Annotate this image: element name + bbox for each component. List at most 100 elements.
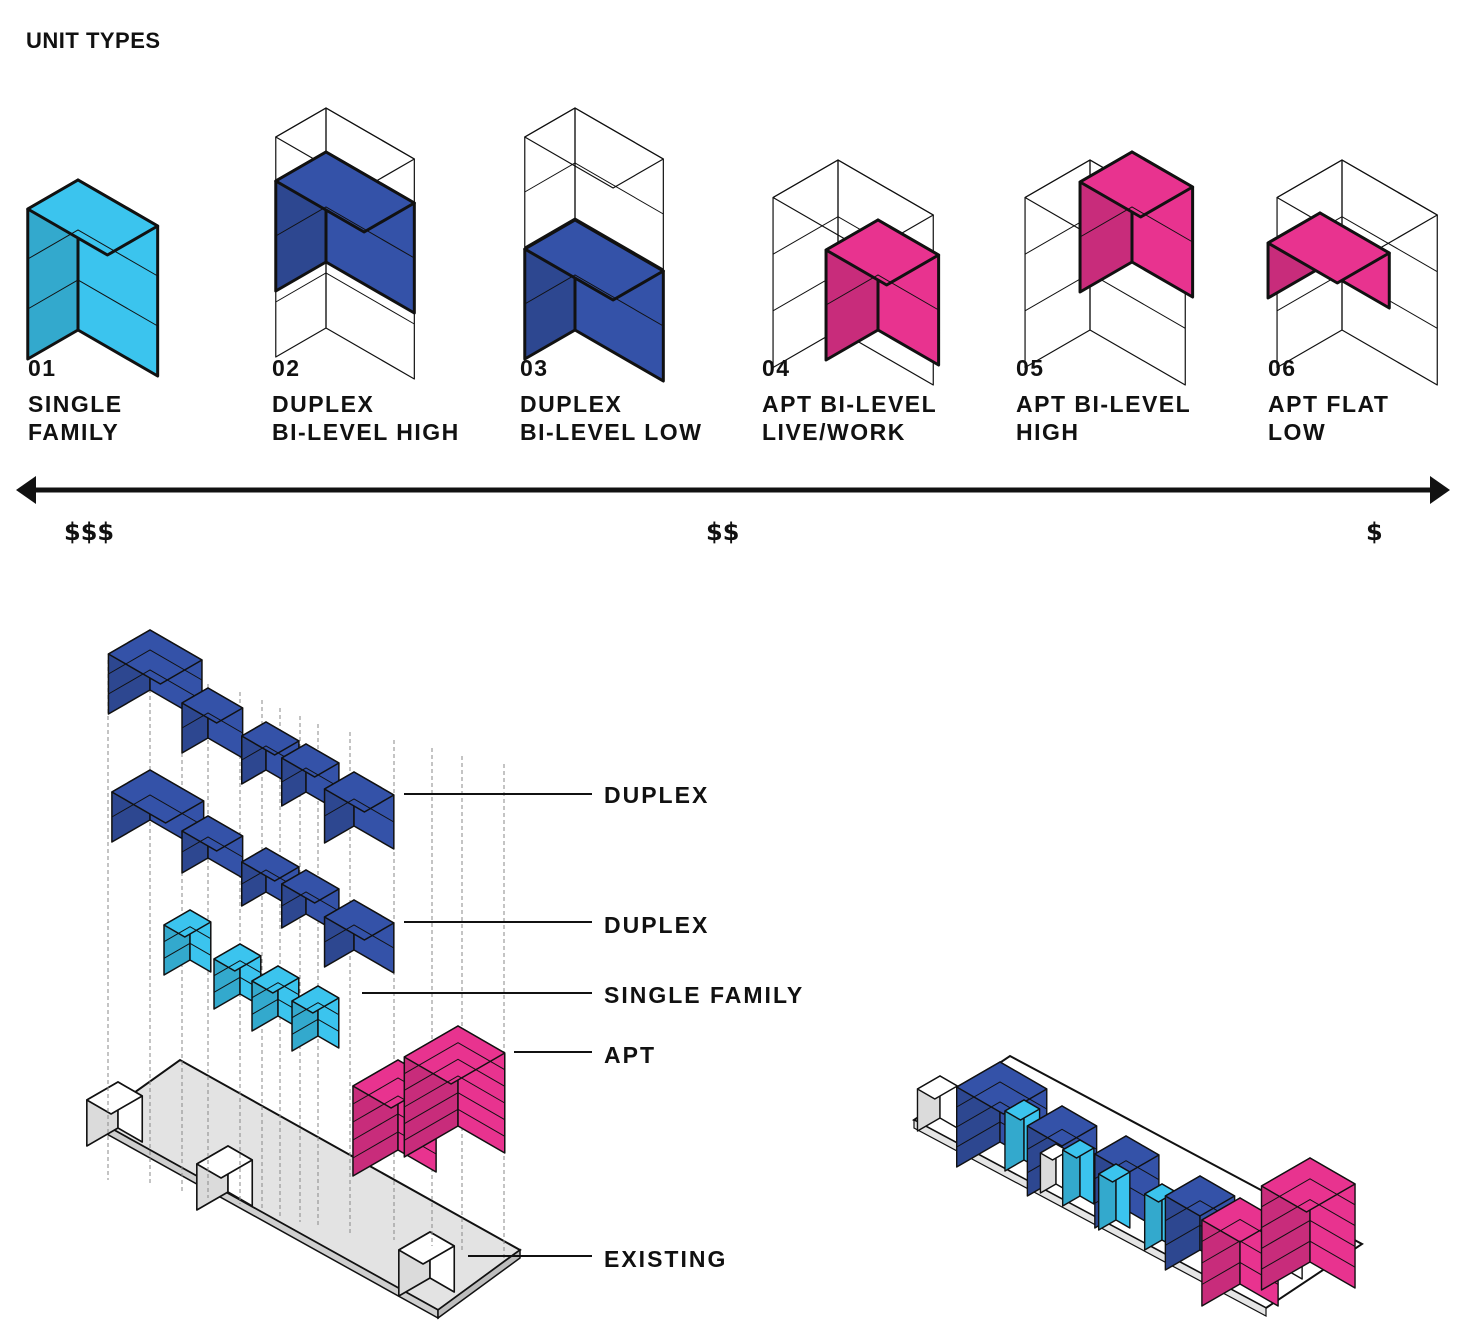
face-top (1164, 1175, 1236, 1217)
floor-line (404, 1108, 506, 1141)
callout-duplex-upper: DUPLEX (604, 782, 710, 808)
diagram-heading: UNIT TYPES (26, 28, 161, 53)
existing-house (398, 1231, 456, 1297)
price-low-label: $ (1366, 518, 1383, 546)
floor-line (825, 274, 939, 311)
face-top (398, 1231, 456, 1265)
unit-05-apt-volume (1078, 150, 1195, 299)
assembled-apt-block (1260, 1157, 1356, 1291)
face-top (1097, 1163, 1131, 1183)
face-top (107, 629, 203, 685)
unit-number: 06 (1268, 355, 1297, 381)
callout-duplex-lower: DUPLEX (604, 912, 710, 938)
face-top (163, 909, 212, 938)
unit-number: 01 (28, 355, 57, 381)
floor-line (291, 1002, 340, 1019)
unit-name-line1: APT FLAT (1268, 391, 1390, 417)
arrowhead-left-icon (16, 476, 36, 504)
unit-name-line2: HIGH (1016, 419, 1080, 445)
unit-name-line1: DUPLEX (272, 391, 375, 417)
floor-line (163, 926, 212, 943)
floor-line (108, 669, 203, 701)
floor-line (27, 229, 158, 277)
callout-existing: EXISTING (604, 1246, 728, 1272)
unit-02-duplex-volume (274, 150, 416, 315)
floor-line (108, 649, 203, 681)
unit-number: 03 (520, 355, 549, 381)
floor-line (163, 942, 212, 959)
duplex-upper-block (107, 629, 203, 721)
face-top (26, 178, 160, 257)
single-family-block (291, 985, 340, 1052)
existing-house (86, 1081, 144, 1147)
floor-line (1261, 1240, 1356, 1270)
face-top (111, 769, 205, 824)
callout-apt: APT (604, 1042, 656, 1068)
unit-number: 04 (762, 355, 791, 381)
face-top (1078, 150, 1195, 219)
exploded-site-axonometric (86, 629, 522, 1320)
face-top (281, 743, 340, 778)
face-top (323, 899, 395, 941)
face-top (1026, 1105, 1098, 1147)
floor-line (1261, 1178, 1356, 1208)
floor-line (956, 1081, 1048, 1110)
callout-leader-lines (362, 793, 592, 1257)
unit-06-apt-volume (1266, 211, 1391, 310)
unit-label-03: 03 DUPLEX BI-LEVEL LOW (520, 354, 702, 446)
apt-block (403, 1025, 506, 1158)
face-top (86, 1081, 144, 1115)
face-top (916, 1075, 959, 1100)
face-top (291, 985, 340, 1014)
unit-name-line1: SINGLE (28, 391, 123, 417)
floor-line (1261, 1219, 1356, 1249)
face-top (1004, 1099, 1041, 1121)
floor-line (291, 1018, 340, 1035)
face-top (1143, 1183, 1177, 1203)
face-top (281, 869, 340, 904)
floor-line (27, 279, 158, 327)
floor-line (524, 274, 664, 327)
face-top (524, 107, 664, 189)
site-slab-edge (437, 1248, 521, 1320)
floor-line (1079, 206, 1193, 243)
unit-name-line1: APT BI-LEVEL (1016, 391, 1192, 417)
floor-line (404, 1092, 506, 1125)
floor-line (181, 836, 243, 858)
floor-line (251, 982, 300, 999)
unit-number: 05 (1016, 355, 1045, 381)
floor-line (275, 272, 415, 325)
unit-name-line2: LOW (1268, 419, 1327, 445)
face-top (1061, 1139, 1095, 1159)
face-top (403, 1025, 506, 1085)
arrowhead-right-icon (1430, 476, 1450, 504)
floor-line (1261, 1199, 1356, 1229)
unit-name-line2: BI-LEVEL LOW (520, 419, 703, 445)
unit-name-line1: APT BI-LEVEL (762, 391, 938, 417)
face-top (241, 721, 300, 756)
duplex-lower-block (181, 815, 244, 879)
price-mid-label: $$ (706, 518, 740, 546)
unit-name-line2: FAMILY (28, 419, 120, 445)
assembled-site-axonometric (912, 1054, 1364, 1318)
floor-line (324, 798, 395, 823)
face-top (196, 1145, 254, 1179)
single-family-block (163, 909, 212, 976)
floor-line (524, 162, 664, 215)
floor-line (281, 891, 340, 912)
unit-04-apt-volume (824, 218, 941, 367)
floor-line (324, 924, 395, 949)
face-top (181, 687, 244, 724)
floor-line (213, 960, 262, 977)
unit-name-line2: LIVE/WORK (762, 419, 906, 445)
face-top (274, 150, 416, 234)
floor-line (111, 794, 204, 827)
unit-01-single-family-block (26, 178, 160, 378)
single-family-block (213, 943, 262, 1010)
price-axis (16, 476, 1450, 504)
face-top (824, 218, 941, 287)
unit-label-06: 06 APT FLAT LOW (1268, 354, 1389, 446)
unit-name-line2: BI-LEVEL HIGH (272, 419, 460, 445)
